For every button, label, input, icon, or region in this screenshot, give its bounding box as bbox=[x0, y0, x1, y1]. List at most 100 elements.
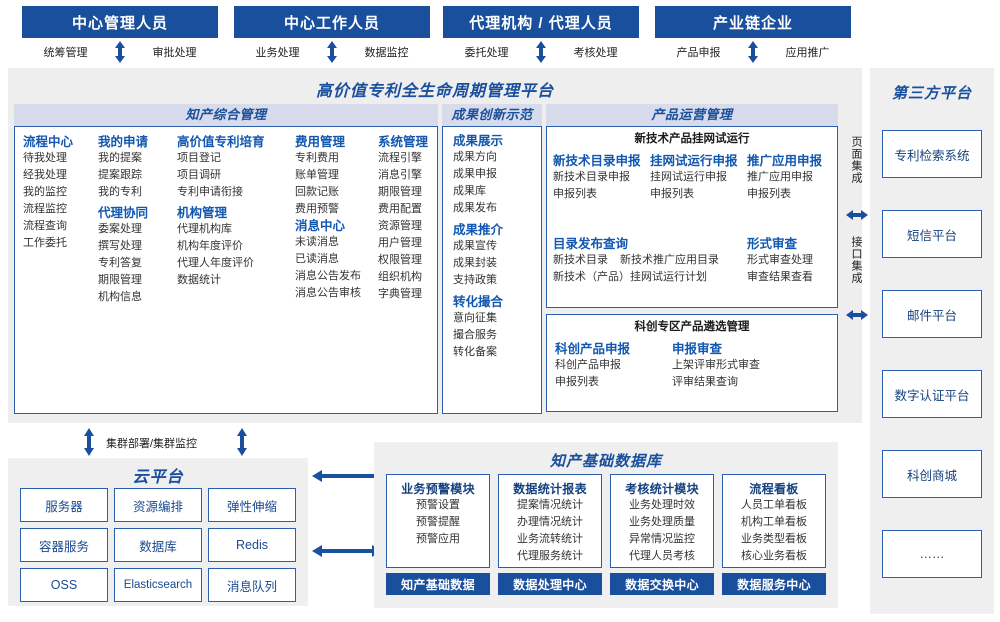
menu-item[interactable]: 撮合服务 bbox=[453, 329, 497, 341]
menu-item[interactable]: 成果宣传 bbox=[453, 240, 497, 252]
menu-item[interactable]: 权限管理 bbox=[378, 254, 422, 266]
role-bar-3[interactable]: 产业链企业 bbox=[655, 6, 851, 38]
menu-item[interactable]: 提案跟踪 bbox=[98, 169, 142, 181]
menu-item[interactable]: 期限管理 bbox=[378, 186, 422, 198]
database-card-item[interactable]: 异常情况监控 bbox=[629, 533, 695, 545]
menu-item[interactable]: 工作委托 bbox=[23, 237, 67, 249]
database-card-item[interactable]: 业务处理时效 bbox=[629, 499, 695, 511]
database-card-item[interactable]: 业务类型看板 bbox=[741, 533, 807, 545]
menu-item[interactable]: 费用配置 bbox=[378, 203, 422, 215]
database-card-item[interactable]: 机构工单看板 bbox=[741, 516, 807, 528]
menu-group-head[interactable]: 机构管理 bbox=[177, 206, 228, 220]
menu-item[interactable]: 用户管理 bbox=[378, 237, 422, 249]
menu-group-head[interactable]: 转化撮合 bbox=[453, 295, 504, 309]
menu-item[interactable]: 组织机构 bbox=[378, 271, 422, 283]
menu-item[interactable]: 新技术（产品）挂网试运行计划 bbox=[553, 271, 707, 283]
menu-group-head[interactable]: 成果展示 bbox=[453, 134, 504, 148]
menu-item[interactable]: 我的监控 bbox=[23, 186, 67, 198]
third-party-item[interactable]: 邮件平台 bbox=[882, 290, 982, 338]
database-card-item[interactable]: 预警设置 bbox=[416, 499, 460, 511]
database-card-item[interactable]: 业务流转统计 bbox=[517, 533, 583, 545]
menu-item[interactable]: 申报列表 bbox=[555, 376, 599, 388]
menu-item[interactable]: 转化备案 bbox=[453, 346, 497, 358]
role-link-right[interactable]: 应用推广 bbox=[785, 47, 830, 59]
menu-item[interactable]: 成果申报 bbox=[453, 168, 497, 180]
menu-group-head[interactable]: 新技术目录申报 bbox=[553, 154, 641, 168]
menu-item[interactable]: 委案处理 bbox=[98, 223, 142, 235]
menu-item[interactable]: 撰写处理 bbox=[98, 240, 142, 252]
database-card-item[interactable]: 核心业务看板 bbox=[741, 550, 807, 562]
menu-item[interactable]: 评审结果查询 bbox=[672, 376, 738, 388]
menu-item[interactable]: 新技术目录申报 bbox=[553, 171, 630, 183]
cloud-item[interactable]: 容器服务 bbox=[20, 528, 108, 562]
menu-item[interactable]: 经我处理 bbox=[23, 169, 67, 181]
menu-item[interactable]: 消息公告发布 bbox=[295, 270, 361, 282]
role-bar-2[interactable]: 代理机构 / 代理人员 bbox=[443, 6, 639, 38]
third-party-item[interactable]: 专利检索系统 bbox=[882, 130, 982, 178]
menu-item[interactable]: 成果发布 bbox=[453, 202, 497, 214]
menu-item[interactable]: 新技术推广应用目录 bbox=[620, 254, 719, 266]
role-link-right[interactable]: 数据监控 bbox=[364, 47, 409, 59]
role-link-right[interactable]: 审批处理 bbox=[152, 47, 197, 59]
menu-group-head[interactable]: 代理协同 bbox=[98, 206, 149, 220]
database-card-item[interactable]: 人员工单看板 bbox=[741, 499, 807, 511]
menu-item[interactable]: 科创产品申报 bbox=[555, 359, 621, 371]
menu-group-head[interactable]: 流程中心 bbox=[23, 135, 74, 149]
menu-item[interactable]: 意向征集 bbox=[453, 312, 497, 324]
menu-item[interactable]: 新技术目录 bbox=[553, 254, 608, 266]
menu-group-head[interactable]: 科创产品申报 bbox=[555, 342, 631, 356]
menu-item[interactable]: 专利申请衔接 bbox=[177, 186, 243, 198]
menu-group-head[interactable]: 成果推介 bbox=[453, 223, 504, 237]
menu-item[interactable]: 项目调研 bbox=[177, 169, 221, 181]
menu-group-head[interactable]: 高价值专利培育 bbox=[177, 135, 265, 149]
menu-item[interactable]: 字典管理 bbox=[378, 288, 422, 300]
menu-item[interactable]: 代理机构库 bbox=[177, 223, 232, 235]
database-card-item[interactable]: 办理情况统计 bbox=[517, 516, 583, 528]
role-bar-1[interactable]: 中心工作人员 bbox=[234, 6, 430, 38]
database-card-item[interactable]: 业务处理质量 bbox=[629, 516, 695, 528]
menu-item[interactable]: 已读消息 bbox=[295, 253, 339, 265]
menu-group-head[interactable]: 申报审查 bbox=[672, 342, 723, 356]
menu-item[interactable]: 期限管理 bbox=[98, 274, 142, 286]
cloud-item[interactable]: 消息队列 bbox=[208, 568, 296, 602]
role-link-left[interactable]: 产品申报 bbox=[676, 47, 721, 59]
role-link-left[interactable]: 业务处理 bbox=[255, 47, 300, 59]
role-link-left[interactable]: 统筹管理 bbox=[43, 47, 88, 59]
menu-group-head[interactable]: 消息中心 bbox=[295, 219, 346, 233]
menu-item[interactable]: 我的提案 bbox=[98, 152, 142, 164]
database-card-footer[interactable]: 知产基础数据 bbox=[386, 573, 490, 595]
menu-item[interactable]: 流程查询 bbox=[23, 220, 67, 232]
cloud-item[interactable]: 弹性伸缩 bbox=[208, 488, 296, 522]
third-party-item[interactable]: 科创商城 bbox=[882, 450, 982, 498]
menu-item[interactable]: 消息引擎 bbox=[378, 169, 422, 181]
menu-item[interactable]: 流程监控 bbox=[23, 203, 67, 215]
menu-item[interactable]: 支持政策 bbox=[453, 274, 497, 286]
menu-item[interactable]: 消息公告审核 bbox=[295, 287, 361, 299]
database-card-item[interactable]: 代理服务统计 bbox=[517, 550, 583, 562]
menu-item[interactable]: 项目登记 bbox=[177, 152, 221, 164]
menu-item[interactable]: 账单管理 bbox=[295, 169, 339, 181]
menu-item[interactable]: 数据统计 bbox=[177, 274, 221, 286]
menu-item[interactable]: 审查结果查看 bbox=[747, 271, 813, 283]
menu-group-head[interactable]: 费用管理 bbox=[295, 135, 346, 149]
menu-item[interactable]: 专利答复 bbox=[98, 257, 142, 269]
menu-item[interactable]: 代理人年度评价 bbox=[177, 257, 254, 269]
menu-item[interactable]: 机构年度评价 bbox=[177, 240, 243, 252]
database-card-item[interactable]: 预警提醒 bbox=[416, 516, 460, 528]
menu-group-head[interactable]: 系统管理 bbox=[378, 135, 429, 149]
menu-item[interactable]: 成果方向 bbox=[453, 151, 497, 163]
third-party-item[interactable]: …… bbox=[882, 530, 982, 578]
database-card-footer[interactable]: 数据服务中心 bbox=[722, 573, 826, 595]
database-card-footer[interactable]: 数据处理中心 bbox=[498, 573, 602, 595]
menu-item[interactable]: 推广应用申报 bbox=[747, 171, 813, 183]
cloud-item[interactable]: Elasticsearch bbox=[114, 568, 202, 602]
cloud-item[interactable]: Redis bbox=[208, 528, 296, 562]
menu-item[interactable]: 成果库 bbox=[453, 185, 486, 197]
database-card-item[interactable]: 代理人员考核 bbox=[629, 550, 695, 562]
role-link-left[interactable]: 委托处理 bbox=[464, 47, 509, 59]
menu-item[interactable]: 回款记账 bbox=[295, 186, 339, 198]
cloud-item[interactable]: OSS bbox=[20, 568, 108, 602]
menu-item[interactable]: 专利费用 bbox=[295, 152, 339, 164]
menu-item[interactable]: 形式审查处理 bbox=[747, 254, 813, 266]
menu-item[interactable]: 未读消息 bbox=[295, 236, 339, 248]
